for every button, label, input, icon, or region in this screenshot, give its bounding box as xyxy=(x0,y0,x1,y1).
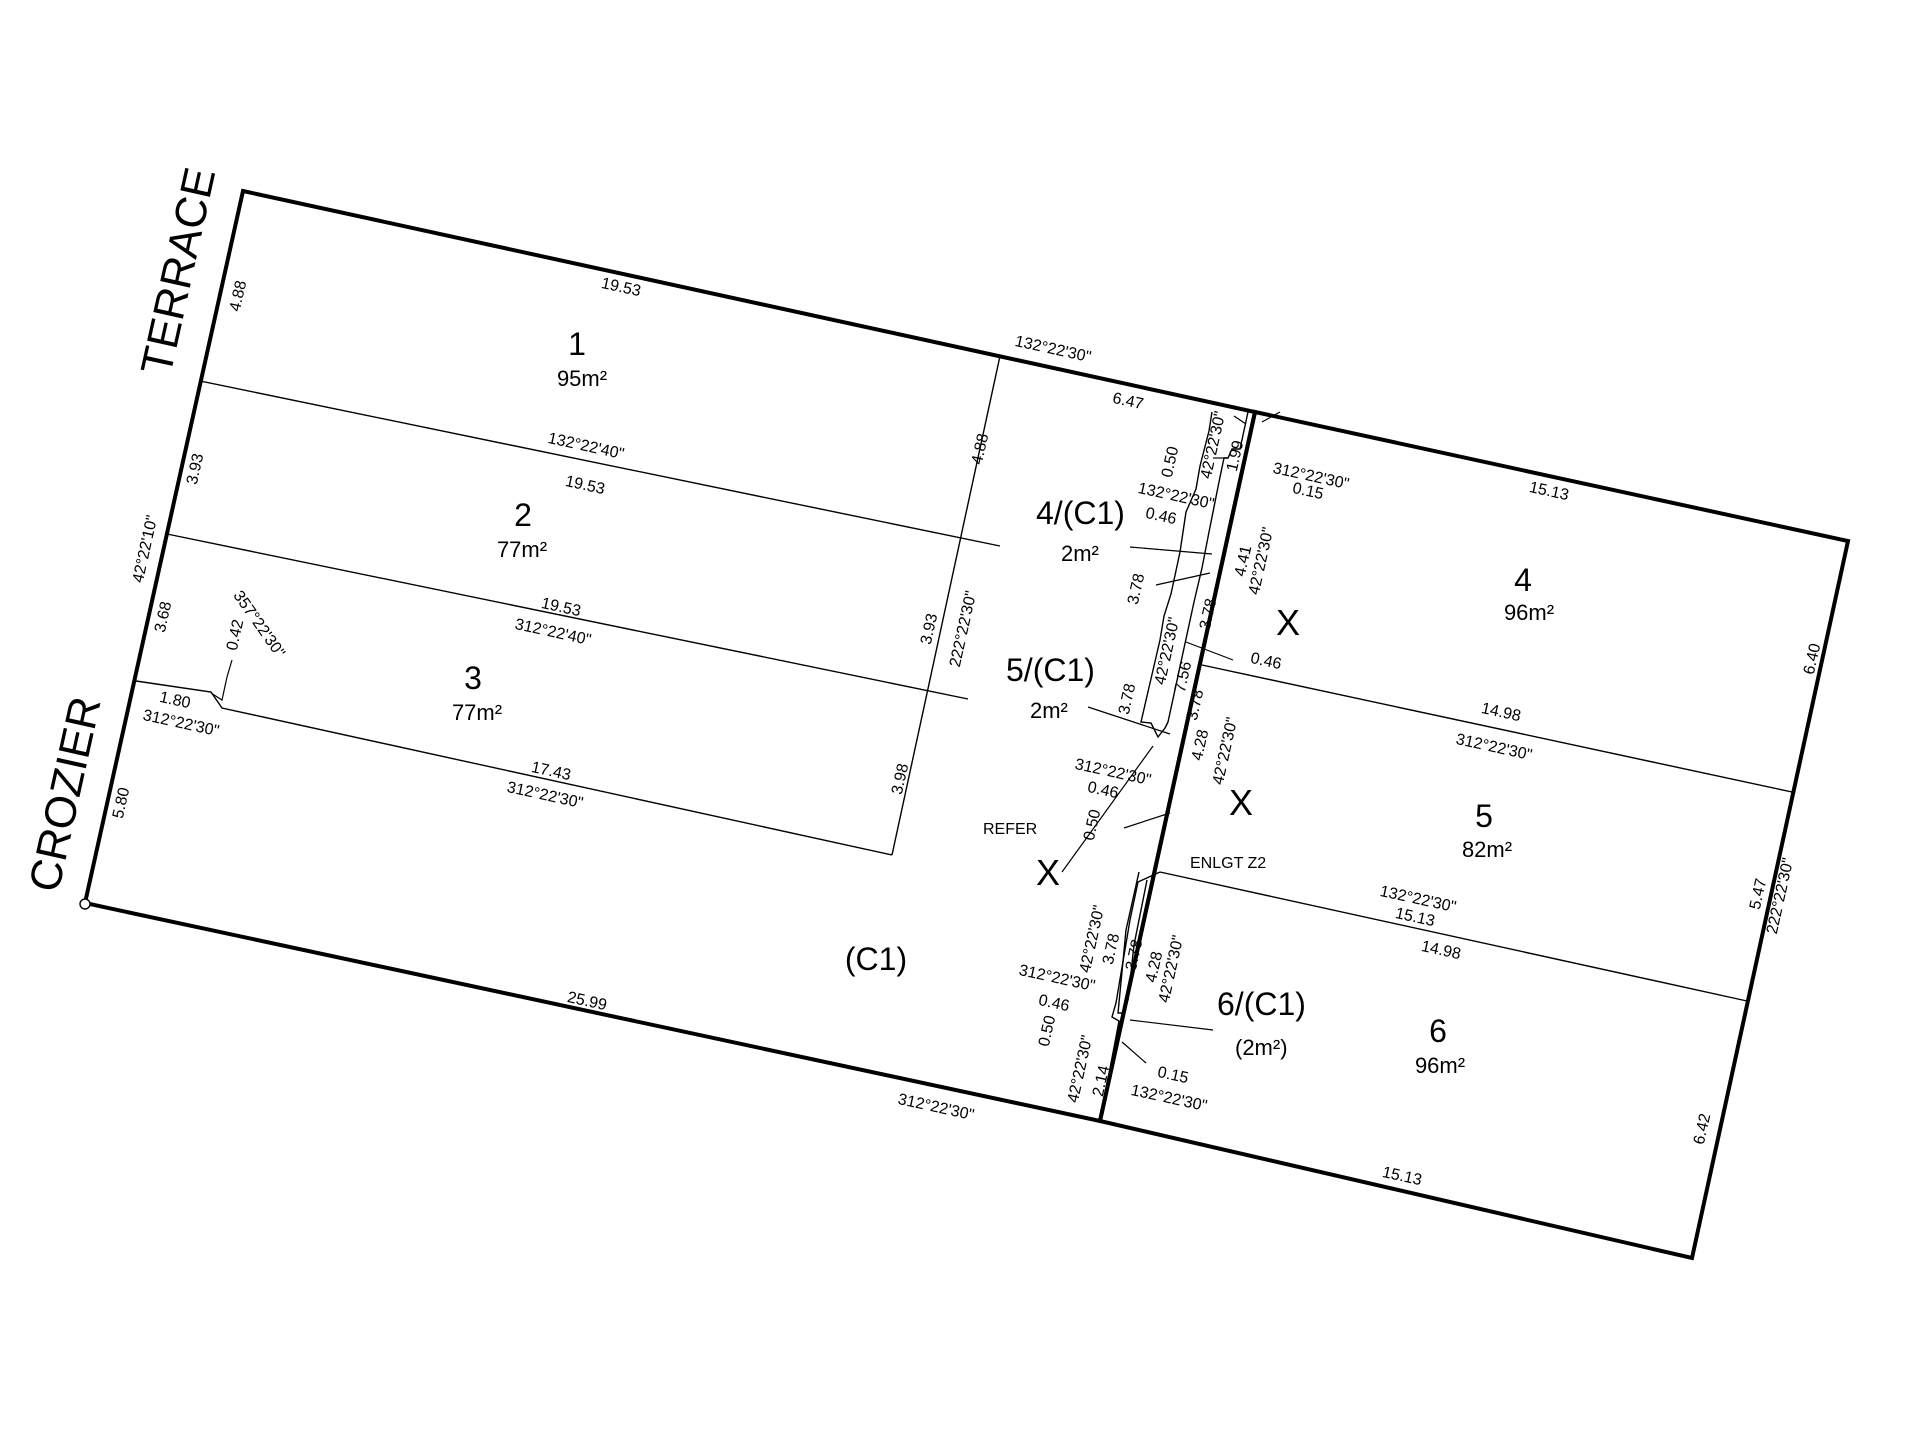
lot-6-area: 96m² xyxy=(1415,1053,1465,1078)
dim-line56-14-98: 14.98 xyxy=(1420,938,1463,963)
lot-2-area: 77m² xyxy=(497,537,547,562)
dim-right-top-15-13: 15.13 xyxy=(1528,479,1571,504)
dim-lot3-bearing-a: 312°22'30" xyxy=(141,707,220,740)
dim-sub5-4-28: 4.28 xyxy=(1189,728,1212,762)
lot-1-3-east-line xyxy=(891,355,1001,856)
dim-notch-1-99: 1.99 xyxy=(1224,439,1247,473)
dim-line45-14-98: 14.98 xyxy=(1480,700,1523,725)
lot-4-area: 96m² xyxy=(1504,600,1554,625)
dim-top-6-47: 6.47 xyxy=(1111,390,1145,413)
dim-lot3-bearing-b: 312°22'30" xyxy=(505,779,584,812)
sublot-4-area: 2m² xyxy=(1061,541,1099,566)
lot-1-number: 1 xyxy=(568,326,586,362)
x-mark-lower: X xyxy=(1036,852,1060,893)
dim-sub4-3-78b: 3.78 xyxy=(1197,597,1220,631)
dim-right-6-42: 6.42 xyxy=(1691,1112,1714,1146)
dim-lot3-1-80: 1.80 xyxy=(158,689,192,712)
dim-sub6-3-78b: 3.78 xyxy=(1123,938,1146,972)
dim-left-3-93: 3.93 xyxy=(184,452,207,486)
dim-btm-notch-0-46: 0.46 xyxy=(1037,992,1071,1015)
survey-corner-marker xyxy=(79,898,91,910)
dim-left-5-80: 5.80 xyxy=(110,786,133,820)
dim-right-6-40: 6.40 xyxy=(1801,642,1824,676)
common-property-label: (C1) xyxy=(845,941,907,977)
street-name-crozier: CROZIER xyxy=(20,692,111,896)
dim-sub5-bearing-b: 42°22'30" xyxy=(1210,716,1241,787)
dim-mid-bearing: 222°22'30" xyxy=(947,589,980,668)
sublot-5-area: 2m² xyxy=(1030,698,1068,723)
lot-4-number: 4 xyxy=(1514,562,1532,598)
dim-sub6-3-78a: 3.78 xyxy=(1100,932,1123,966)
dim-sub6-4-28: 4.28 xyxy=(1143,950,1166,984)
dim-mid-notch-0-50: 0.50 xyxy=(1081,808,1104,842)
dim-sub4-4-41: 4.41 xyxy=(1232,544,1255,578)
dim-btm-notch-0-15: 0.15 xyxy=(1156,1064,1190,1087)
dim-mid-4-88: 4.88 xyxy=(969,432,992,466)
dim-btm-notch-0-50: 0.50 xyxy=(1036,1014,1059,1048)
sublot-6-area: (2m²) xyxy=(1235,1035,1288,1060)
dim-notch-0-46: 0.46 xyxy=(1144,505,1178,528)
street-name-terrace: TERRACE xyxy=(132,163,225,379)
lot-3-number: 3 xyxy=(464,660,482,696)
dim-sub5-7-56: 7.56 xyxy=(1172,660,1195,694)
lots-4-6-west-boundary-lower xyxy=(1099,871,1161,1122)
x-mark-upper: X xyxy=(1276,602,1300,643)
arrows xyxy=(210,411,1281,1064)
refer-note: REFER xyxy=(983,821,1037,838)
dim-btm-notch-2-14: 2.14 xyxy=(1090,1064,1113,1098)
lot-6-number: 6 xyxy=(1429,1013,1447,1049)
sublot-6-label: 6/(C1) xyxy=(1217,986,1306,1022)
dim-mid-notch-0-46: 0.46 xyxy=(1086,779,1120,802)
lot-line-4-5 xyxy=(1201,664,1793,793)
dim-bottom-bearing: 312°22'30" xyxy=(896,1091,975,1124)
dim-btm-notch-132: 132°22'30" xyxy=(1129,1082,1208,1115)
dim-mid-3-93: 3.93 xyxy=(918,612,941,646)
dim-notch-0-15: 0.15 xyxy=(1291,480,1325,503)
sublot-4-label: 4/(C1) xyxy=(1036,495,1125,531)
dim-line23-bearing: 312°22'40" xyxy=(513,616,592,649)
dim-right-5-47: 5.47 xyxy=(1747,877,1770,911)
dim-sub5-3-78a: 3.78 xyxy=(1116,682,1139,716)
lot-line-5-6 xyxy=(1159,871,1748,1002)
sublot-5-label: 5/(C1) xyxy=(1006,652,1095,688)
dim-sub5-3-78b: 3.78 xyxy=(1184,688,1207,722)
dim-left-3-68: 3.68 xyxy=(152,600,175,634)
dim-line12-length: 19.53 xyxy=(564,473,607,498)
dim-mid-3-98: 3.98 xyxy=(889,762,912,796)
lot-3-area: 77m² xyxy=(452,700,502,725)
dim-corner-length: 0.42 xyxy=(224,618,247,652)
lot-line-2-3 xyxy=(166,533,969,700)
parcel-boundary-east xyxy=(1097,409,1851,1261)
dim-line45-bearing: 312°22'30" xyxy=(1454,731,1533,764)
dim-line12-bearing: 132°22'40" xyxy=(546,430,625,463)
lot-5-number: 5 xyxy=(1475,798,1493,834)
lot-line-3-common xyxy=(135,680,893,856)
lot-5-area: 82m² xyxy=(1462,837,1512,862)
dim-sub5-0-46: 0.46 xyxy=(1249,650,1283,673)
dim-sub4-3-78a: 3.78 xyxy=(1125,572,1148,606)
lot-2-number: 2 xyxy=(514,497,532,533)
enlgt-note: ENLGT Z2 xyxy=(1190,855,1266,872)
lot-line-1-2 xyxy=(199,380,1001,547)
dim-top-left-side: 4.88 xyxy=(227,279,250,313)
sublot-6-outline xyxy=(1117,871,1148,1014)
dim-line23-length: 19.53 xyxy=(540,595,583,620)
x-mark-middle: X xyxy=(1229,782,1253,823)
dim-notch-0-50: 0.50 xyxy=(1159,445,1182,479)
lot-1-area: 95m² xyxy=(557,366,607,391)
